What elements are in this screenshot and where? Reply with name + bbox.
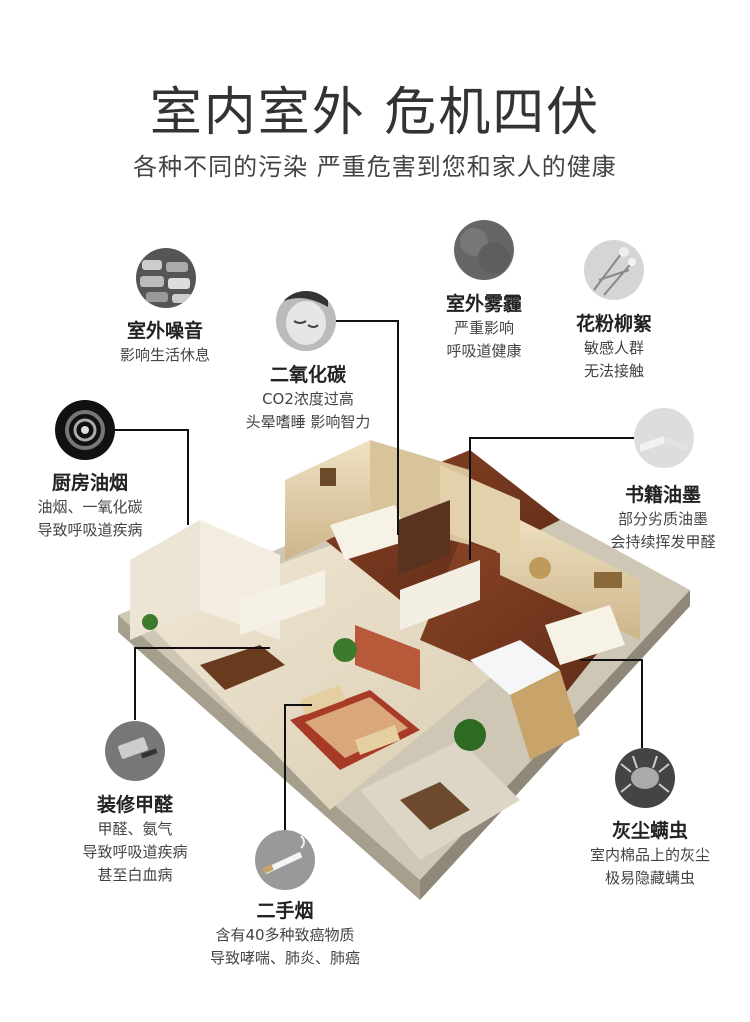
callout-description: 严重影响 <box>453 319 514 337</box>
callout-co2: 二氧化碳 CO2浓度过高 头晕嗜睡 影响智力 <box>228 362 388 434</box>
callout-outdoor-smog: 室外雾霾 严重影响 呼吸道健康 <box>424 291 544 363</box>
callout-book-ink: 书籍油墨 部分劣质油墨 会持续挥发甲醛 <box>588 482 738 554</box>
sleeping-face-icon <box>276 291 336 351</box>
callout-description: 导致哮喘、肺炎、肺癌 <box>209 949 360 967</box>
callout-description: 油烟、一氧化碳 <box>37 498 143 516</box>
callout-description: 呼吸道健康 <box>446 342 522 360</box>
callout-title: 室外雾霾 <box>445 293 522 315</box>
callout-description: 导致呼吸道疾病 <box>37 521 143 539</box>
callout-description: 含有40多种致癌物质 <box>215 926 355 944</box>
page-title: 室内室外 危机四伏 <box>149 83 601 143</box>
callout-title: 灰尘螨虫 <box>611 820 688 842</box>
callout-dust-mite: 灰尘螨虫 室内棉品上的灰尘 极易隐藏螨虫 <box>565 818 735 890</box>
callout-title: 厨房油烟 <box>51 472 128 494</box>
callout-secondhand-smoke: 二手烟 含有40多种致癌物质 导致哮喘、肺炎、肺癌 <box>190 898 380 970</box>
callout-decoration-formaldehyde: 装修甲醛 甲醛、氨气 导致呼吸道疾病 甚至白血病 <box>60 792 210 887</box>
callout-description: 会持续挥发甲醛 <box>610 533 716 551</box>
callout-description: 极易隐藏螨虫 <box>604 869 695 887</box>
callout-description: 部分劣质油墨 <box>617 510 708 528</box>
book-icon <box>634 408 694 468</box>
callout-kitchen-smoke: 厨房油烟 油烟、一氧化碳 导致呼吸道疾病 <box>15 470 165 542</box>
callout-title: 书籍油墨 <box>624 484 701 506</box>
page-subtitle: 各种不同的污染 严重危害到您和家人的健康 <box>133 153 617 181</box>
cigarette-icon <box>255 830 315 890</box>
callout-title: 二氧化碳 <box>269 364 346 386</box>
callout-description: 头晕嗜睡 影响智力 <box>245 413 371 431</box>
pollen-icon <box>584 240 644 300</box>
callout-description: 无法接触 <box>583 362 644 380</box>
callout-outdoor-noise: 室外噪音 影响生活休息 <box>100 318 230 367</box>
traffic-noise-icon <box>136 248 196 308</box>
callout-description: 甚至白血病 <box>97 866 173 884</box>
callout-pollen: 花粉柳絮 敏感人群 无法接触 <box>554 311 674 383</box>
callout-description: 影响生活休息 <box>119 346 210 364</box>
callout-description: 室内棉品上的灰尘 <box>589 846 710 864</box>
paint-brush-icon <box>105 721 165 781</box>
callout-description: 导致呼吸道疾病 <box>82 843 188 861</box>
callout-description: 敏感人群 <box>583 339 644 357</box>
callout-title: 室外噪音 <box>126 320 203 342</box>
callout-description: CO2浓度过高 <box>262 390 354 408</box>
gas-stove-flame-icon <box>55 400 115 460</box>
callout-title: 花粉柳絮 <box>575 313 652 335</box>
smog-icon <box>454 220 514 280</box>
callout-title: 装修甲醛 <box>96 794 173 816</box>
callout-description: 甲醛、氨气 <box>97 820 173 838</box>
dust-mite-icon <box>615 748 675 808</box>
callout-title: 二手烟 <box>256 900 314 922</box>
